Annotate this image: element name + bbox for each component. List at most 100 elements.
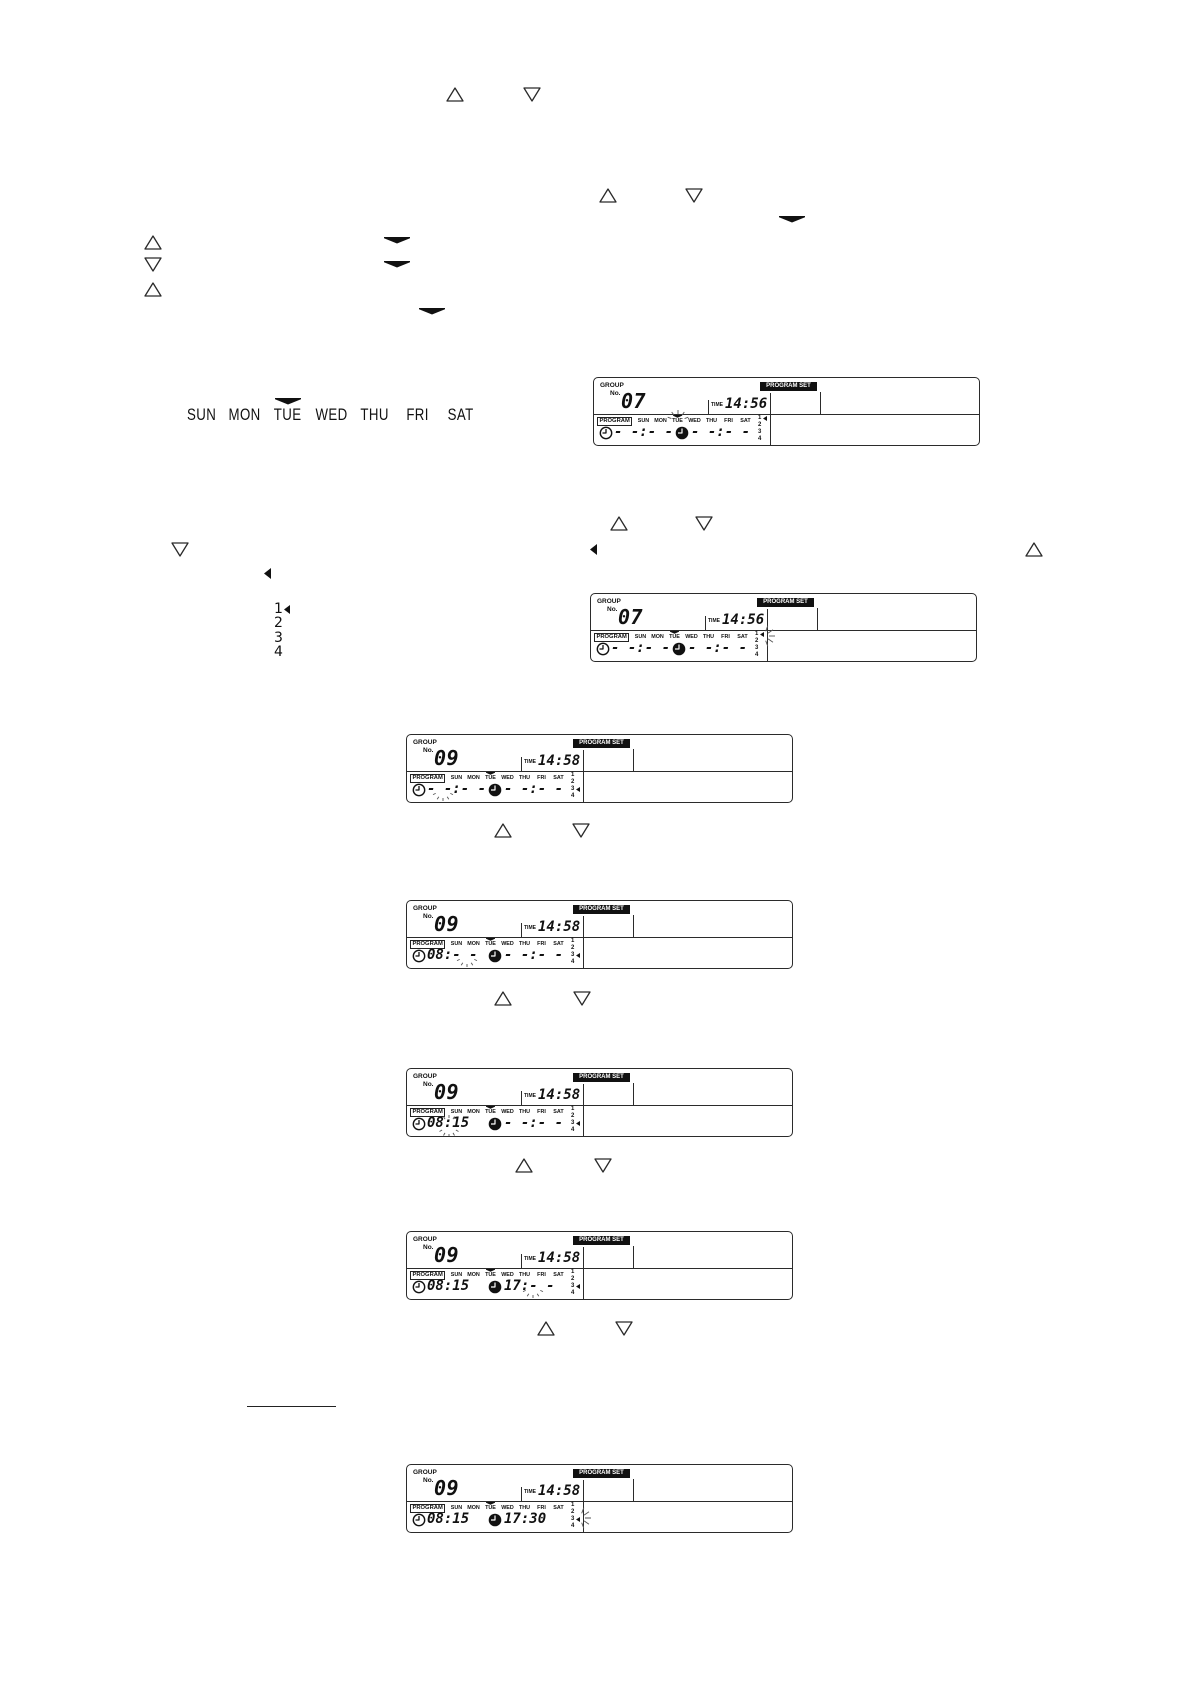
day-marker-icon (486, 1106, 495, 1109)
selected-program-pointer-icon (576, 1284, 580, 1289)
divider (594, 414, 979, 415)
weekday-row: SUN MON TUE WED THU FRI SAT (180, 405, 482, 425)
down-triangle-icon (685, 187, 703, 203)
weekday-tue: TUE (274, 405, 302, 424)
off-timer-clock-icon (488, 783, 502, 797)
program-number: 1 (571, 938, 575, 944)
down-triangle-icon (573, 990, 591, 1006)
up-triangle-icon (144, 234, 162, 250)
number-label: No. (423, 913, 434, 920)
weekday-label: FRI (537, 775, 546, 781)
divider (767, 609, 768, 661)
up-triangle-icon (599, 187, 617, 203)
weekday-label: SAT (553, 1505, 564, 1511)
group-label: GROUP (413, 1469, 437, 1476)
clock-time: 14:56 (722, 612, 765, 628)
time-label: TIME (711, 402, 723, 408)
time-label: TIME (524, 759, 536, 765)
selected-program-pointer-icon (763, 416, 767, 421)
divider (583, 1247, 584, 1299)
weekday-sun: SUN (187, 405, 217, 424)
weekday-label: MON (467, 1505, 480, 1511)
weekday-label: TUE (485, 1272, 496, 1278)
program-number: 4 (571, 1523, 575, 1529)
program-number: 3 (755, 645, 759, 651)
divider (633, 1083, 634, 1105)
mode-label: PROGRAM SET (760, 382, 817, 391)
up-triangle-icon (515, 1157, 533, 1173)
flash-indicator (594, 378, 979, 445)
program-label: PROGRAM (594, 633, 630, 642)
program-number: 2 (571, 1113, 575, 1119)
weekday-label: TUE (485, 941, 496, 947)
weekday-label: SUN (450, 1109, 463, 1115)
on-timer-clock-icon (412, 949, 426, 963)
selected-program-pointer-icon (760, 632, 764, 637)
program-number: 1 (274, 601, 283, 617)
up-triangle-icon (1025, 541, 1043, 557)
program-number: 2 (571, 779, 575, 785)
weekday-label: SAT (553, 941, 564, 947)
day-marker-icon (486, 938, 495, 941)
weekday-label: MON (467, 1272, 480, 1278)
program-number: 3 (571, 952, 575, 958)
weekday-label: FRI (724, 418, 733, 424)
weekday-label: TUE (672, 418, 683, 424)
divider (708, 400, 709, 414)
weekday-label: MON (467, 1109, 480, 1115)
number-label: No. (607, 606, 618, 613)
weekday-label: WED (501, 941, 514, 947)
program-number: 3 (758, 429, 762, 435)
program-number: 4 (274, 643, 283, 660)
group-number: 07 (621, 389, 647, 413)
program-number: 3 (571, 1120, 575, 1126)
day-marker-icon (275, 398, 301, 405)
down-marker-icon (384, 261, 410, 268)
program-number: 4 (755, 652, 759, 658)
divider (817, 608, 818, 630)
program-number: 2 (755, 638, 759, 644)
flash-indicator (591, 594, 976, 661)
weekday-label: SAT (553, 1109, 564, 1115)
weekday-label: WED (688, 418, 701, 424)
group-number: 09 (434, 1080, 460, 1104)
program-label: PROGRAM (410, 940, 446, 949)
program-number: 2 (758, 422, 762, 428)
flash-indicator (407, 735, 792, 802)
program-label: PROGRAM (410, 1271, 446, 1280)
group-label: GROUP (600, 382, 624, 389)
program-label: PROGRAM (410, 1504, 446, 1513)
selected-program-pointer-icon (284, 604, 290, 614)
weekday-label: TUE (485, 1505, 496, 1511)
divider (633, 1479, 634, 1501)
on-time: 08:15 (427, 1115, 470, 1131)
off-time: - -:- - (688, 640, 748, 656)
on-time: 08:15 (427, 1278, 470, 1294)
weekday-label: FRI (721, 634, 730, 640)
off-time: - -:- - (504, 947, 564, 963)
program-number: 2 (274, 615, 283, 632)
weekday-mon: MON (228, 405, 261, 424)
divider (407, 771, 792, 772)
day-marker-icon (486, 772, 495, 775)
program-number: 2 (571, 1509, 575, 1515)
up-triangle-icon (446, 86, 464, 102)
clock-time: 14:58 (538, 1483, 581, 1499)
left-pointer-icon (263, 567, 271, 579)
clock-time: 14:58 (538, 919, 581, 935)
divider (407, 937, 792, 938)
selected-program-pointer-icon (576, 787, 580, 792)
off-timer-clock-icon (488, 949, 502, 963)
number-label: No. (610, 390, 621, 397)
clock-time: 14:58 (538, 1087, 581, 1103)
divider (820, 392, 821, 414)
day-marker-icon (673, 415, 682, 418)
